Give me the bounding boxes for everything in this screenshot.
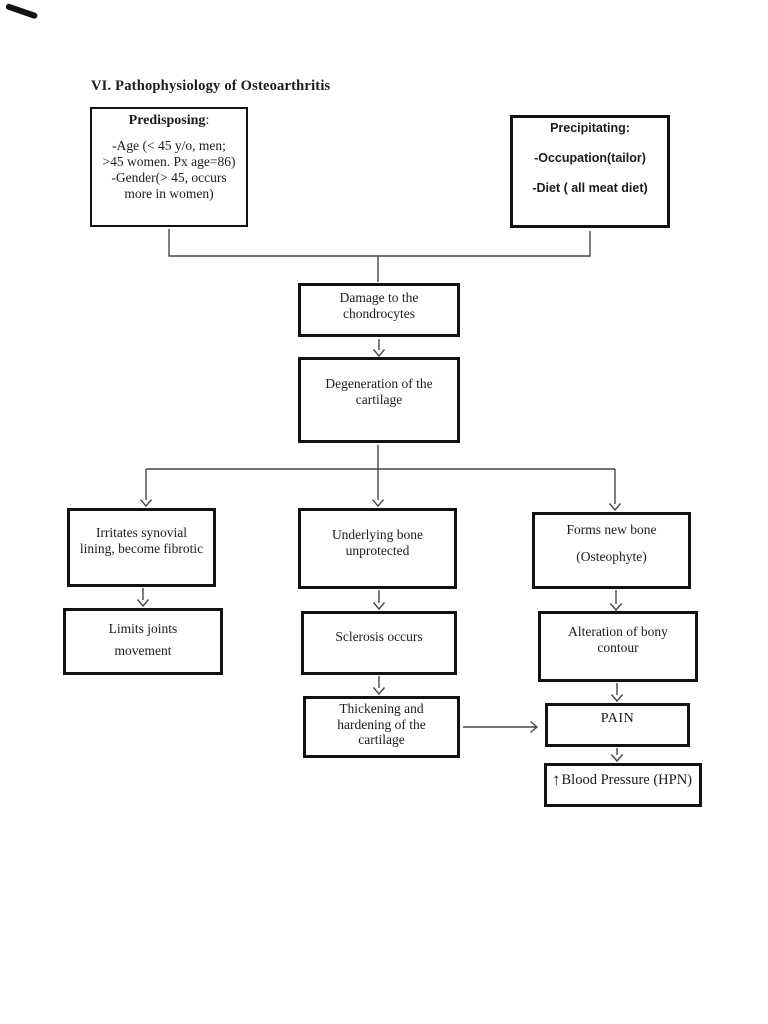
node-degeneration-of-cartilage: Degeneration of the cartilage (298, 357, 460, 443)
thickening-line1: Thickening and (339, 701, 424, 716)
scan-artifact-mark (5, 3, 39, 20)
predisposing-gender-line1: -Gender(> 45, occurs (111, 170, 227, 185)
limits-line2: movement (114, 643, 172, 658)
thickening-line3: cartilage (358, 732, 405, 747)
predisposing-item-age: -Age (< 45 y/o, men; >45 women. Px age=8… (92, 138, 246, 170)
arrow-underlying-to-sclerosis (372, 590, 386, 611)
node-predisposing: Predisposing: -Age (< 45 y/o, men; >45 w… (90, 107, 248, 227)
damage-line1: Damage to the (339, 290, 419, 305)
arrow-sclerosis-to-thickening (372, 676, 386, 696)
arrow-alteration-to-pain (610, 683, 624, 703)
node-underlying-bone-unprotected: Underlying bone unprotected (298, 508, 457, 589)
predisposing-item-gender: -Gender(> 45, occurs more in women) (92, 170, 246, 202)
arrow-to-underlying (371, 469, 385, 508)
blood-pressure-label: Blood Pressure (HPN) (561, 772, 693, 788)
irritates-line1: Irritates synovial (95, 525, 188, 540)
limits-line1: Limits joints (108, 621, 178, 636)
arrow-pain-to-bp (610, 748, 624, 763)
sclerosis-line1: Sclerosis occurs (335, 629, 423, 644)
predisposing-age-line1: -Age (< 45 y/o, men; (112, 138, 226, 153)
precipitating-item-occupation: -Occupation(tailor) (534, 151, 646, 165)
arrow-irritates-to-limits (136, 588, 150, 608)
thickening-line2: hardening of the (337, 716, 426, 732)
node-damage-to-chondrocytes: Damage to the chondrocytes (298, 283, 460, 337)
alteration-line2: contour (597, 640, 639, 655)
node-forms-new-bone: Forms new bone (Osteophyte) (532, 512, 691, 589)
node-blood-pressure: ↑Blood Pressure (HPN) (544, 763, 702, 807)
page-title: VI. Pathophysiology of Osteoarthritis (91, 78, 331, 94)
arrow-forms-to-alteration (609, 590, 623, 612)
degeneration-line1: Degeneration of the (325, 376, 433, 391)
predisposing-gender-line2: more in women) (124, 186, 214, 201)
pain-label: PAIN (600, 711, 635, 726)
connector-top-join (168, 229, 591, 282)
precipitating-heading: Precipitating: (550, 121, 630, 135)
node-pain: PAIN (545, 703, 690, 747)
alteration-line1: Alteration of bony (568, 624, 668, 639)
forms-line2: (Osteophyte) (576, 549, 647, 564)
connector-splitter (146, 445, 615, 470)
increase-arrow-icon: ↑ (552, 770, 561, 789)
node-thickening-hardening-cartilage: Thickening and hardening of the cartilag… (303, 696, 460, 758)
predisposing-heading-colon: : (205, 113, 210, 128)
irritates-line2: lining, become fibrotic (79, 541, 204, 556)
underlying-line2: unprotected (345, 543, 410, 558)
node-limits-joints-movement: Limits joints movement (63, 608, 223, 675)
forms-line1: Forms new bone (566, 522, 657, 537)
node-alteration-of-bony-contour: Alteration of bony contour (538, 611, 698, 682)
predisposing-age-line2: >45 women. Px age=86) (102, 154, 236, 169)
node-irritates-synovial-lining: Irritates synovial lining, become fibrot… (67, 508, 216, 587)
arrow-to-irritates (139, 469, 153, 508)
damage-line2: chondrocytes (343, 306, 415, 321)
arrow-to-forms-new-bone (608, 469, 622, 512)
degeneration-line2: cartilage (355, 392, 403, 407)
predisposing-heading: Predisposing: (92, 113, 246, 129)
node-precipitating: Precipitating: -Occupation(tailor) -Diet… (510, 115, 670, 228)
predisposing-heading-text: Predisposing (128, 113, 206, 128)
underlying-line1: Underlying bone (331, 527, 424, 542)
arrow-thickening-to-pain (463, 720, 539, 734)
node-sclerosis-occurs: Sclerosis occurs (301, 611, 457, 675)
precipitating-item-diet: -Diet ( all meat diet) (532, 181, 648, 195)
connector-damage-to-degeneration (372, 339, 386, 358)
